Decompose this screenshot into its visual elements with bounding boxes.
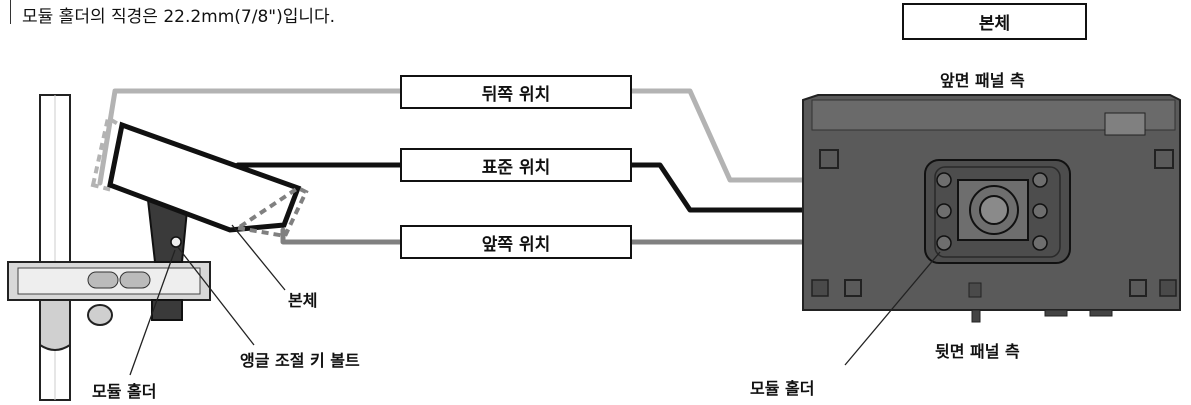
angle-key-bolt-label: 앵글 조절 키 볼트 [240, 351, 360, 370]
front-position-label: 앞쪽 위치 [481, 234, 551, 255]
body-outlines [90, 114, 309, 239]
front-position-box: 앞쪽 위치 [400, 225, 632, 259]
module-holder-left-label: 모듈 홀더 [92, 382, 157, 401]
front-position-outline [232, 185, 309, 239]
main-unit-box: 본체 [902, 3, 1087, 40]
note-marker [10, 0, 11, 24]
standard-position-outline [107, 121, 302, 233]
body-leader-line [231, 224, 286, 291]
standard-position-box: 표준 위치 [400, 148, 632, 182]
clamp [7, 261, 211, 351]
module-holder-right-leader-line [844, 251, 941, 366]
rear-position-label: 뒤쪽 위치 [481, 84, 551, 105]
rear-position-outline [90, 114, 131, 193]
rear-panel-side-label: 뒷면 패널 측 [935, 342, 1020, 361]
module-holder-right-label: 모듈 홀더 [750, 379, 815, 398]
rear-position-line [97, 88, 411, 186]
body-label: 본체 [288, 291, 318, 310]
module-holder-left [146, 199, 190, 321]
diameter-note: 모듈 홀더의 직경은 22.2mm(7/8")입니다. [22, 7, 336, 27]
mounting-plate [924, 159, 1071, 264]
angle-key-bolt-leader-line [176, 245, 255, 346]
module-holder-left-leader-line [129, 249, 176, 376]
front-position-line [280, 227, 411, 245]
rear-position-box: 뒤쪽 위치 [400, 75, 632, 109]
standard-position-label: 표준 위치 [481, 157, 551, 178]
front-panel-side-label: 앞면 패널 측 [940, 71, 1025, 90]
main-unit-box-label: 본체 [978, 14, 1011, 34]
stand-pole [39, 94, 71, 401]
standard-position-line-right [629, 162, 908, 213]
